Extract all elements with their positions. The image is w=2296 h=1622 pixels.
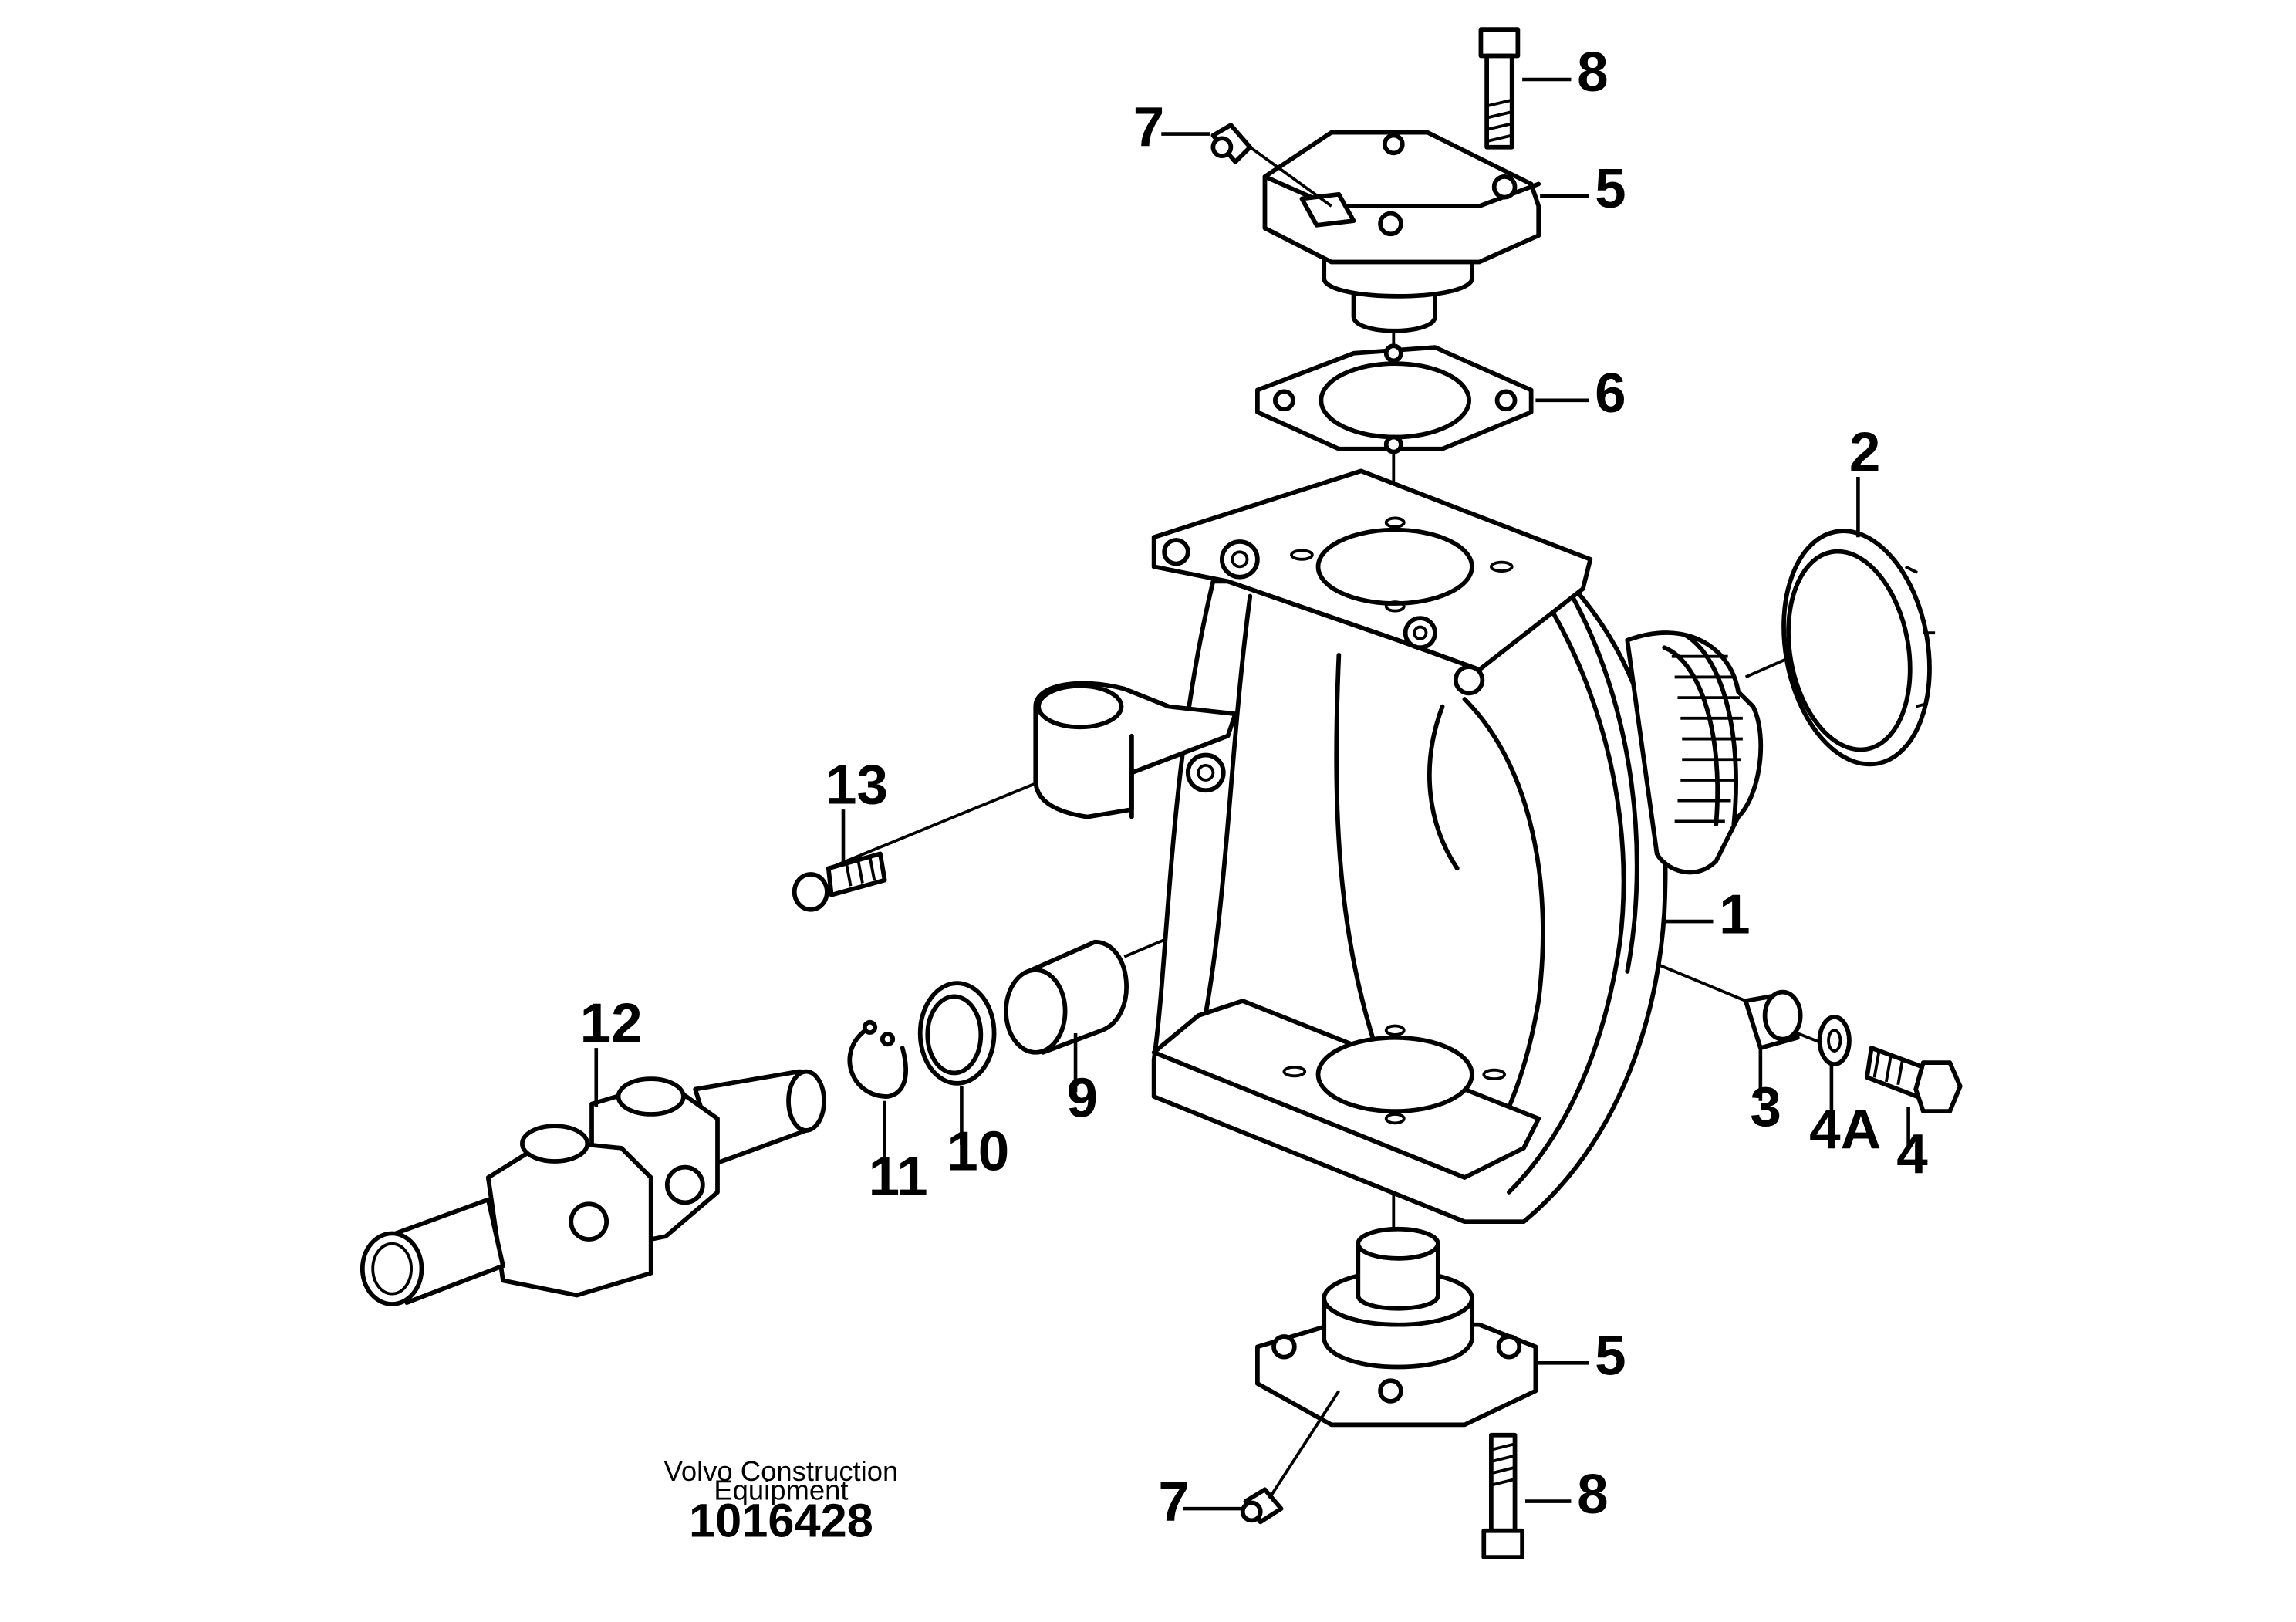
plug-screw [792, 851, 887, 912]
hex-bolt [1865, 1046, 1963, 1113]
upper-bolt [1478, 27, 1521, 150]
lower-bolt [1481, 1432, 1525, 1559]
spacer-sleeve [1743, 989, 1803, 1050]
callout-8-top: 8 [1577, 41, 1609, 103]
callout-2: 2 [1849, 421, 1881, 484]
callout-1: 1 [1719, 883, 1751, 945]
callout-5-top: 5 [1595, 157, 1626, 220]
gasket [1255, 343, 1534, 454]
seal-ring [917, 981, 997, 1086]
upper-kingpin-cap [1262, 130, 1541, 333]
callout-10: 10 [947, 1120, 1009, 1183]
drive-shaft-universal-joint [360, 1069, 826, 1306]
bushing [1004, 939, 1129, 1055]
washer [1817, 1015, 1852, 1066]
callout-9: 9 [1067, 1067, 1099, 1130]
callout-6: 6 [1595, 362, 1626, 424]
illustration-number: 1016428 [689, 1495, 873, 1547]
callout-labels: 8 7 5 6 2 13 1 12 11 10 9 3 4A 4 5 8 7 [580, 41, 1929, 1532]
credit-line-1: Volvo Construction [664, 1455, 899, 1487]
callout-7-bottom: 7 [1158, 1471, 1190, 1533]
lower-grease-nipple [1240, 1390, 1340, 1525]
credit-block: Volvo Construction Equipment 1016428 [664, 1455, 899, 1546]
retaining-ring [847, 1019, 908, 1099]
leader-lines [594, 77, 1910, 1511]
lower-kingpin-cap [1255, 1226, 1538, 1428]
steering-knuckle-housing [1033, 468, 1764, 1225]
callout-7-top: 7 [1133, 96, 1165, 158]
callout-11: 11 [869, 1145, 928, 1208]
ring-nut [1781, 529, 1936, 767]
upper-grease-nipple [1210, 123, 1332, 208]
callout-4: 4 [1896, 1123, 1928, 1185]
callout-4a: 4A [1809, 1098, 1881, 1161]
callout-12: 12 [580, 992, 643, 1055]
callout-8-bottom: 8 [1577, 1463, 1609, 1526]
callout-5-bottom: 5 [1595, 1325, 1626, 1387]
callout-13: 13 [826, 754, 888, 816]
callout-3: 3 [1750, 1076, 1781, 1138]
credit-line-2: Equipment [714, 1475, 848, 1506]
